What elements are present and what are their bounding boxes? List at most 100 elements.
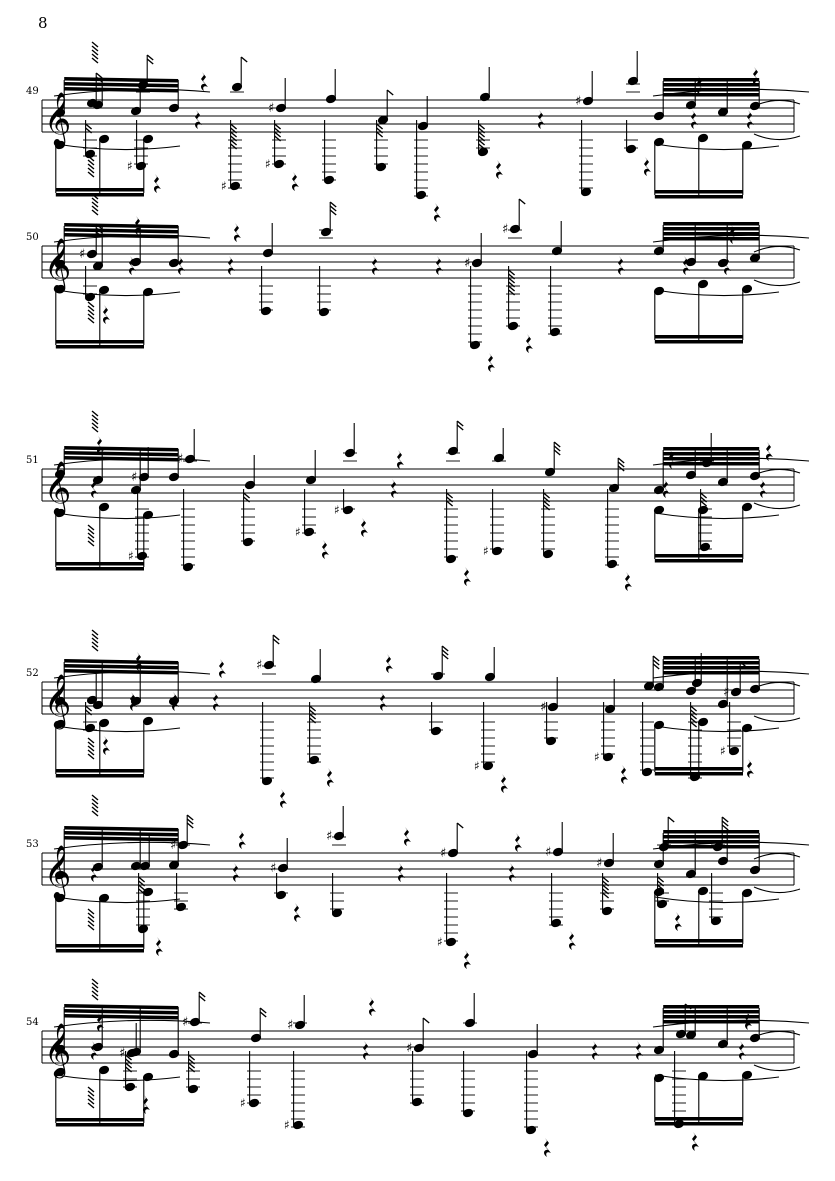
quarter-rest <box>663 479 670 498</box>
beam <box>55 188 144 192</box>
quarter-rest <box>488 353 495 372</box>
flag <box>91 810 99 817</box>
flag <box>652 663 660 670</box>
beam <box>654 559 743 563</box>
flag <box>446 492 454 499</box>
quarter-rest <box>234 223 241 242</box>
quarter-rest <box>280 789 287 808</box>
flag <box>87 536 95 543</box>
quarter-rest <box>509 863 516 882</box>
quarter-rest <box>618 256 625 275</box>
note-head <box>625 144 637 154</box>
tie <box>753 681 801 689</box>
flag <box>478 123 486 130</box>
flag <box>309 717 317 724</box>
flag <box>91 794 99 801</box>
note-head <box>728 746 740 756</box>
flag <box>230 123 238 130</box>
tie <box>53 1019 211 1028</box>
flag <box>91 806 99 813</box>
beam <box>663 462 760 466</box>
flag <box>721 820 729 827</box>
tie <box>53 457 211 466</box>
flag <box>543 496 551 503</box>
quarter-rest <box>322 540 329 559</box>
beam <box>663 845 760 849</box>
beam <box>55 345 144 349</box>
quarter-rest <box>233 863 240 882</box>
tie <box>753 279 801 287</box>
note-head <box>641 767 653 777</box>
beam <box>64 77 179 83</box>
flag <box>91 629 99 636</box>
note-head <box>308 755 320 765</box>
note-head <box>462 1108 474 1118</box>
note-head <box>606 559 618 569</box>
flag <box>91 45 99 52</box>
note-head <box>275 890 287 900</box>
flag <box>652 659 660 666</box>
beam <box>55 769 144 773</box>
flag <box>617 465 625 472</box>
flag <box>188 1066 196 1073</box>
beam <box>663 93 760 97</box>
flag <box>91 205 99 212</box>
note-head <box>549 327 561 337</box>
flag <box>441 653 449 660</box>
flag <box>309 709 317 716</box>
flag <box>602 892 610 899</box>
quarter-rest <box>386 654 393 673</box>
flag <box>309 713 317 720</box>
quarter-rest <box>464 567 471 586</box>
flag <box>441 645 449 652</box>
sharp-accidental: ♯ <box>502 222 508 237</box>
quarter-rest <box>91 863 98 882</box>
beam <box>654 767 743 771</box>
flag <box>700 492 708 499</box>
sharp-accidental: ♯ <box>326 829 332 844</box>
note-head <box>342 505 354 515</box>
beam <box>55 944 144 948</box>
flag <box>508 277 516 284</box>
flag <box>553 449 561 456</box>
flag <box>146 54 154 61</box>
beam <box>663 835 760 839</box>
beam <box>654 1117 743 1121</box>
note-head <box>477 147 489 157</box>
tie <box>753 468 801 476</box>
note-head <box>260 306 272 316</box>
flag <box>91 426 99 433</box>
beam <box>654 944 743 948</box>
sharp-accidental: ♯ <box>284 1118 290 1132</box>
quarter-rest <box>219 659 226 678</box>
tie <box>753 715 801 723</box>
beam <box>64 1004 179 1010</box>
flag <box>87 313 95 320</box>
note-head <box>84 723 96 733</box>
quarter-rest <box>361 518 368 537</box>
note-head <box>430 726 442 736</box>
quarter-rest <box>538 110 545 129</box>
flag <box>138 880 146 887</box>
quarter-rest <box>156 937 163 956</box>
note-head <box>229 181 241 191</box>
quarter-rest <box>515 833 522 852</box>
beam <box>663 656 760 660</box>
flag <box>87 532 95 539</box>
quarter-rest <box>398 863 405 882</box>
note-head <box>242 537 254 547</box>
flag <box>553 441 561 448</box>
tie <box>654 143 780 151</box>
note-head <box>411 1097 423 1107</box>
beam <box>663 661 760 665</box>
page-number: 8 <box>38 14 48 32</box>
flag <box>553 445 561 452</box>
flag <box>87 528 95 535</box>
beam <box>654 335 743 339</box>
sharp-accidental: ♯ <box>575 94 581 109</box>
flag <box>125 1054 133 1061</box>
tie <box>753 245 801 253</box>
flag <box>446 500 454 507</box>
quarter-rest <box>228 256 235 275</box>
